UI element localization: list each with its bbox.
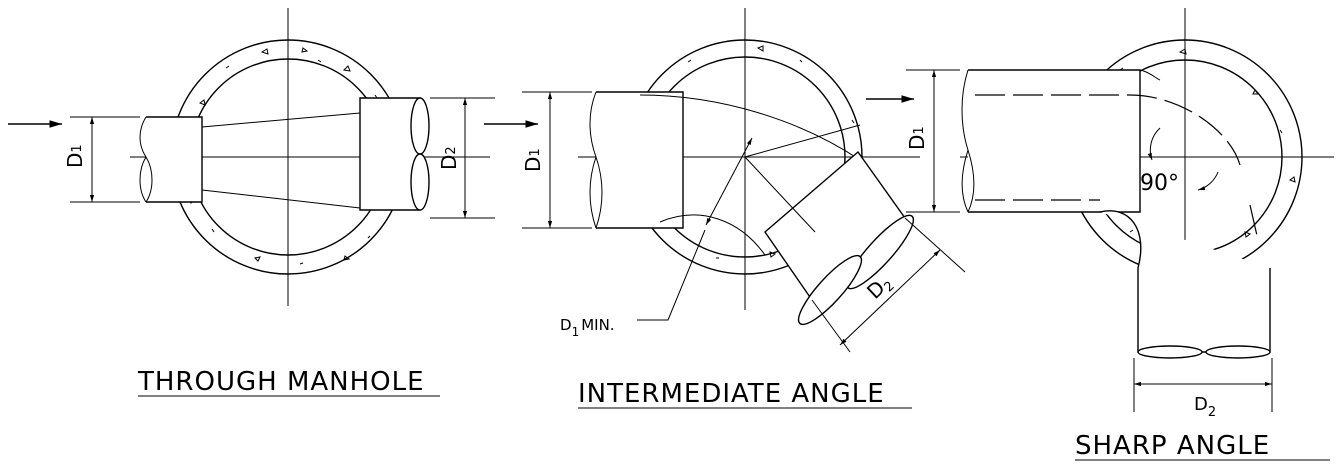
through-manhole-title: THROUGH MANHOLE xyxy=(137,367,425,397)
sharp-angle-title: SHARP ANGLE xyxy=(1075,431,1270,461)
angle-arc-top xyxy=(1147,127,1161,161)
d1-label: D1 xyxy=(905,126,929,150)
flow-path-top xyxy=(975,94,1241,166)
d2-label: D2 xyxy=(1194,394,1216,420)
d1-label: D1 xyxy=(63,144,87,168)
d1-min-leader xyxy=(637,229,706,321)
transition-line-top xyxy=(201,112,361,128)
angle-label: 90° xyxy=(1140,171,1179,196)
d1-label: D1 xyxy=(521,148,545,172)
d1-min-dimension xyxy=(705,137,753,226)
angle-arc-bottom xyxy=(1197,171,1219,191)
bend-centerline-top xyxy=(639,94,861,161)
transition-line-bottom xyxy=(201,189,361,209)
d2-dimension xyxy=(839,249,941,346)
inlet-pipe-d1 xyxy=(146,116,203,203)
inlet-pipe-d1 xyxy=(596,91,684,229)
outlet-pipe-d2 xyxy=(359,97,421,211)
sharp-angle-view: 90° D1 D2 SHARP ANGLE xyxy=(866,8,1334,461)
inlet-pipe-d1 xyxy=(968,69,1141,213)
intermediate-angle-title: INTERMEDIATE ANGLE xyxy=(578,379,885,409)
d2-label: D2 xyxy=(437,146,461,170)
through-manhole-view: D1 D2 THROUGH MANHOLE xyxy=(8,8,495,397)
